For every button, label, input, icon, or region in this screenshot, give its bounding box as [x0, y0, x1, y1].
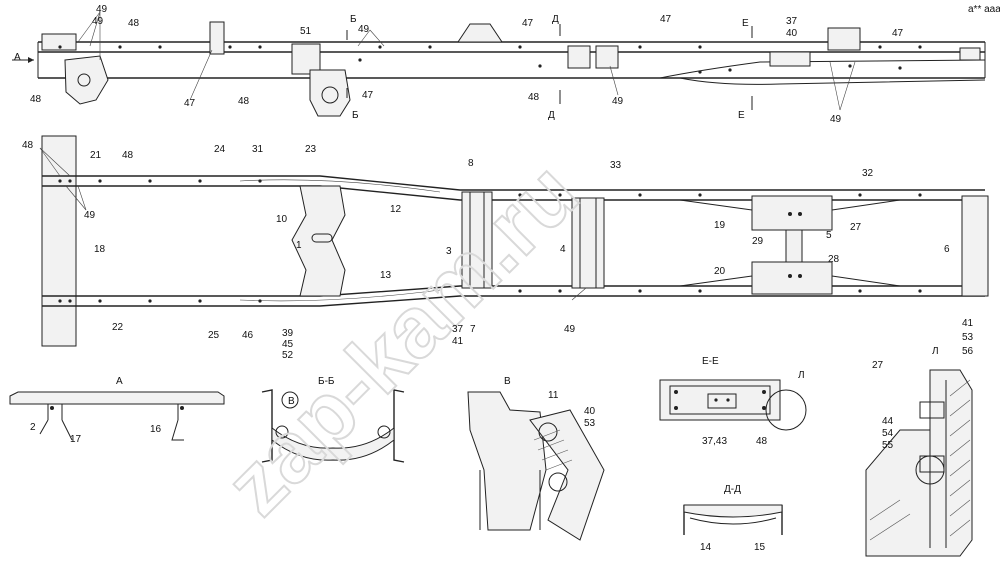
label-52-plan: 52	[282, 350, 294, 361]
label-49-top-d: 49	[612, 96, 624, 107]
label-37-plan: 37	[452, 324, 464, 335]
label-53-detail-v: 53	[584, 418, 596, 429]
label-d-top-b: Д	[548, 110, 555, 121]
label-17-detail-a: 17	[70, 434, 82, 445]
label-40-detail-v: 40	[584, 406, 596, 417]
label-53-plan: 53	[962, 332, 974, 343]
label-54-detail-l: 54	[882, 428, 894, 439]
label-37-43-detail-e: 37,43	[702, 436, 727, 447]
label-39-plan: 39	[282, 328, 294, 339]
label-14-detail-d: 14	[700, 542, 712, 553]
detail-b-title: Б-Б	[318, 376, 335, 387]
detail-e-section	[659, 379, 807, 431]
label-47-top-e: 47	[892, 28, 904, 39]
label-48-top-d: 48	[528, 92, 540, 103]
label-4-plan: 4	[560, 244, 566, 255]
label-12-plan: 12	[390, 204, 402, 215]
label-32-plan: 32	[862, 168, 874, 179]
label-24-plan: 24	[214, 144, 226, 155]
label-49-top-e: 49	[830, 114, 842, 125]
detail-l-title: Л	[932, 346, 939, 357]
detail-a-title: А	[116, 376, 123, 387]
label-b-top-b: Б	[352, 110, 359, 121]
label-46-plan: 46	[242, 330, 254, 341]
label-49-top-b: 49	[92, 16, 104, 27]
label-56-plan: 56	[962, 346, 974, 357]
label-51-top: 51	[300, 26, 312, 37]
detail-e-title: Е-Е	[702, 356, 719, 367]
label-37-top: 37	[786, 16, 798, 27]
label-45-plan: 45	[282, 339, 294, 350]
label-47-top-d: 47	[660, 14, 672, 25]
detail-a-view	[9, 391, 225, 441]
label-1-plan: 1	[296, 240, 302, 251]
arrow-a-label: А	[14, 52, 21, 63]
detail-b-section	[261, 389, 405, 463]
detail-d-title: Д-Д	[724, 484, 741, 495]
label-27-detail-l: 27	[872, 360, 884, 371]
label-3-plan: 3	[446, 246, 452, 257]
label-47-top-c: 47	[522, 18, 534, 29]
label-5-plan: 5	[826, 230, 832, 241]
label-49-top-c: 49	[358, 24, 370, 35]
label-18-plan: 18	[94, 244, 106, 255]
detail-v-title: В	[504, 376, 511, 387]
label-b-top-a: Б	[350, 14, 357, 25]
label-55-detail-l: 55	[882, 440, 894, 451]
label-29-plan: 29	[752, 236, 764, 247]
label-13-plan: 13	[380, 270, 392, 281]
side-view	[12, 11, 986, 117]
label-7-plan: 7	[470, 324, 476, 335]
label-11-detail-v: 11	[548, 390, 559, 401]
label-33-plan: 33	[610, 160, 622, 171]
label-48-detail-e: 48	[756, 436, 768, 447]
detail-l-view	[865, 369, 973, 557]
label-47-top-b: 47	[362, 90, 374, 101]
label-49-plan-b: 49	[564, 324, 576, 335]
label-e-top-a: Е	[742, 18, 749, 29]
label-2-detail-a: 2	[30, 422, 36, 433]
label-19-plan: 19	[714, 220, 726, 231]
label-49-top-a: 49	[96, 4, 108, 15]
label-44-detail-l: 44	[882, 416, 894, 427]
label-48-top-b: 48	[30, 94, 42, 105]
label-22-plan: 22	[112, 322, 124, 333]
label-48-top-a: 48	[128, 18, 140, 29]
label-25-plan: 25	[208, 330, 220, 341]
label-47-top-a: 47	[184, 98, 196, 109]
label-48-top-c: 48	[238, 96, 250, 107]
corner-code: а** ааа	[968, 4, 1000, 15]
label-20-plan: 20	[714, 266, 726, 277]
label-41-plan-a: 41	[452, 336, 464, 347]
detail-d-section	[683, 504, 783, 535]
label-49-plan-a: 49	[84, 210, 96, 221]
plan-view	[39, 135, 989, 347]
label-21-plan: 21	[90, 150, 102, 161]
label-41-plan-b: 41	[962, 318, 974, 329]
label-40-top: 40	[786, 28, 798, 39]
label-27-plan: 27	[850, 222, 862, 233]
label-6-plan: 6	[944, 244, 950, 255]
label-15-detail-d: 15	[754, 542, 766, 553]
label-48-plan-a: 48	[22, 140, 34, 151]
label-23-plan: 23	[305, 144, 317, 155]
label-d-top-a: Д	[552, 14, 559, 25]
label-31-plan: 31	[252, 144, 264, 155]
label-e-top-b: Е	[738, 110, 745, 121]
label-10-plan: 10	[276, 214, 288, 225]
label-8-plan: 8	[468, 158, 474, 169]
label-l-detail-e: Л	[798, 370, 805, 381]
label-16-detail-a: 16	[150, 424, 162, 435]
label-48-plan-b: 48	[122, 150, 134, 161]
detail-v-view	[467, 391, 605, 541]
label-28-plan: 28	[828, 254, 840, 265]
label-v-detail-b: В	[288, 396, 295, 407]
